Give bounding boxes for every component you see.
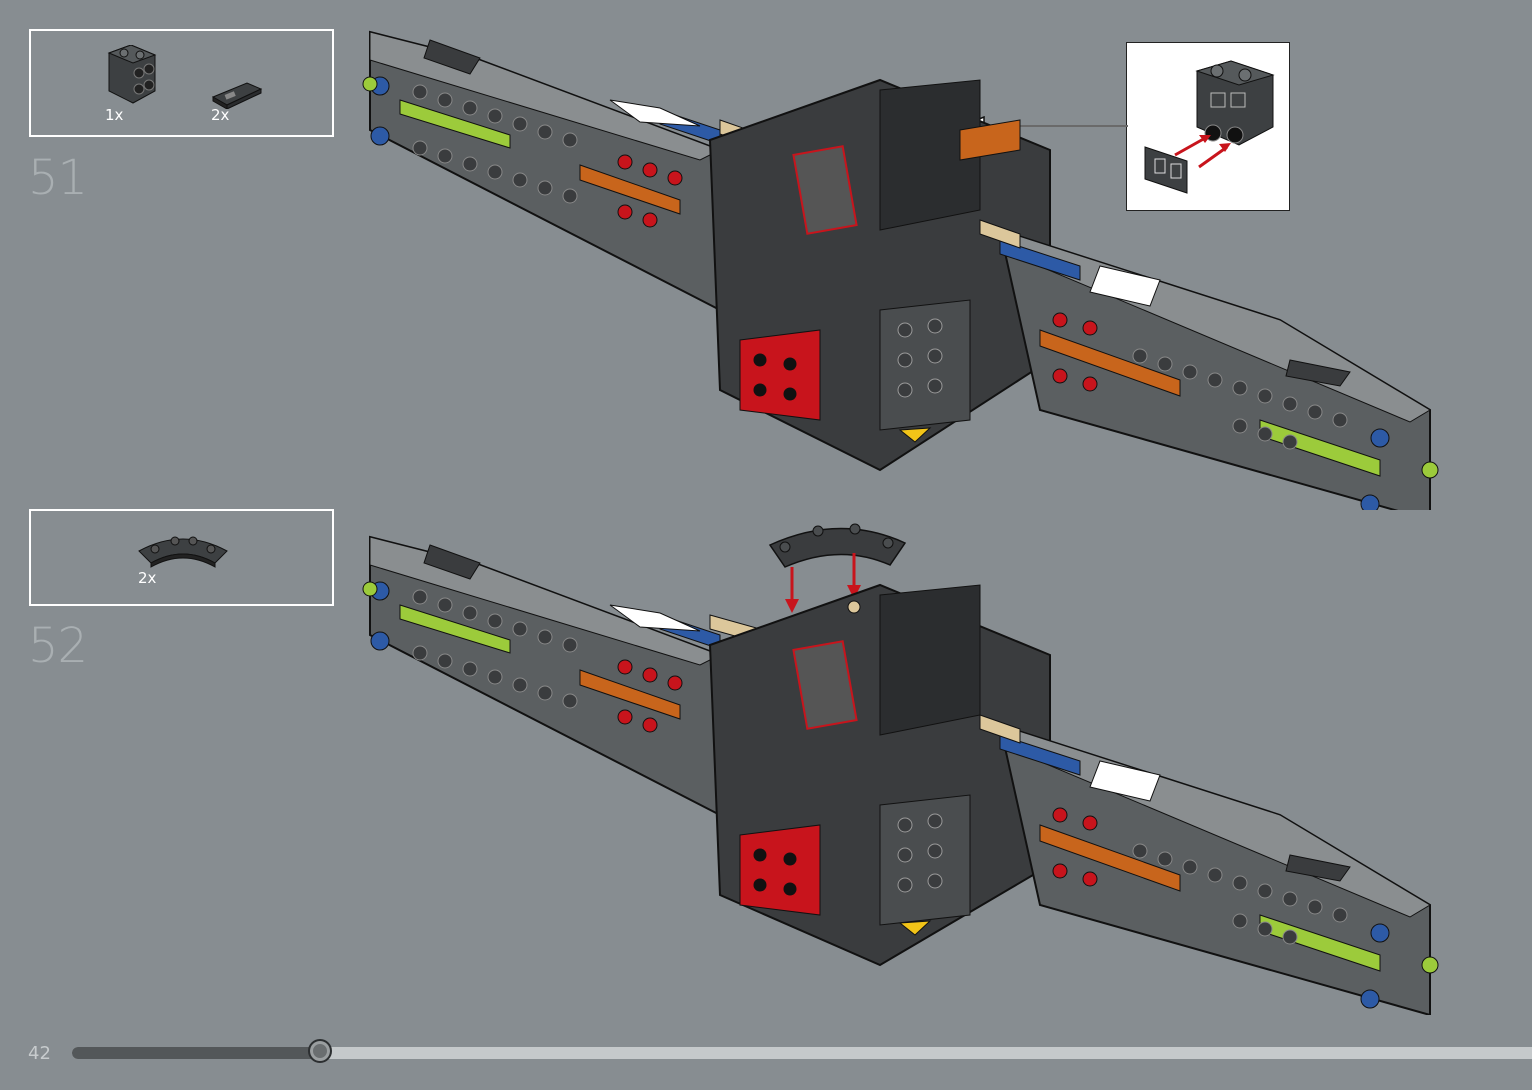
part-quantity: 2x xyxy=(138,569,156,587)
model-illustration-step-52 xyxy=(360,515,1450,1015)
tile-plate-piece-icon xyxy=(211,79,263,109)
arch-plate-piece-icon xyxy=(137,533,229,573)
model-illustration-step-51 xyxy=(360,30,1450,510)
part-quantity: 1x xyxy=(105,106,123,124)
page-number: 42 xyxy=(28,1043,51,1064)
bracket-piece-icon xyxy=(103,45,163,109)
progress-bar-knob[interactable] xyxy=(308,1039,332,1063)
step-number: 51 xyxy=(28,150,87,206)
progress-bar-fill xyxy=(72,1047,320,1059)
part-quantity: 2x xyxy=(211,106,229,124)
progress-bar xyxy=(72,1047,1532,1059)
step-number: 52 xyxy=(28,618,87,674)
parts-list-box-step-52: 2x xyxy=(29,509,334,606)
parts-list-box-step-51: 1x 2x xyxy=(29,29,334,137)
